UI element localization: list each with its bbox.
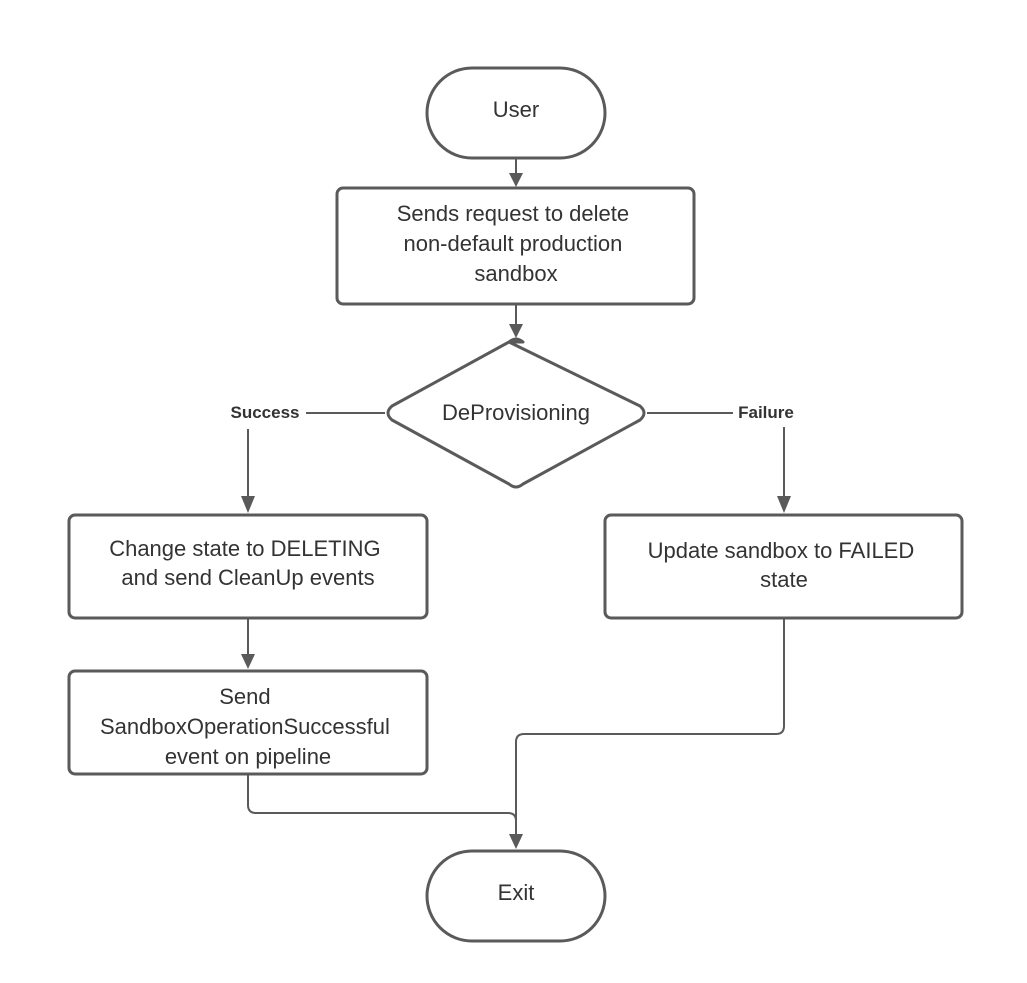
change-state-line-2: and send CleanUp events <box>121 565 374 590</box>
svg-text:Send SandboxOperationSuc: Send SandboxOperationSuccessful event on… <box>100 684 396 769</box>
send-event-line-3: event on pipeline <box>165 744 331 769</box>
end-node-label: Exit <box>498 880 535 905</box>
process-node-update-failed: Update sandbox to FAILED state <box>603 513 964 620</box>
connectors <box>241 158 791 849</box>
start-node-user: User <box>425 66 607 160</box>
process-node-request: Sends request to delete non-default prod… <box>335 186 696 306</box>
change-state-line-1: Change state to DELETING <box>109 536 380 561</box>
connector-send-to-exit <box>247 775 517 835</box>
process-node-send-event: Send SandboxOperationSuccessful event on… <box>67 669 429 776</box>
svg-text:Sends request to delete: Sends request to delete non-default prod… <box>397 201 636 286</box>
connector-failed-to-exit <box>515 619 785 835</box>
arrowhead-update-failed <box>777 496 791 513</box>
success-branch-label: Success <box>231 403 300 422</box>
request-line-3: sandbox <box>474 261 557 286</box>
send-event-line-1: Send <box>219 684 270 709</box>
decision-label: DeProvisioning <box>442 400 590 425</box>
svg-text:Change state to DELETING: Change state to DELETING and send CleanU… <box>109 536 387 590</box>
failure-branch-label: Failure <box>738 403 794 422</box>
arrowhead-decision <box>509 324 523 338</box>
update-failed-line-2: state <box>760 567 808 592</box>
end-node-exit: Exit <box>425 849 607 943</box>
arrowhead-change-state <box>241 496 255 513</box>
send-event-line-2: SandboxOperationSuccessful <box>100 714 390 739</box>
arrowhead-request <box>509 173 523 187</box>
svg-text:Update sandbox to FAILED: Update sandbox to FAILED state <box>648 538 921 592</box>
arrowhead-send-event <box>241 654 255 669</box>
decision-node-deprovisioning: DeProvisioning <box>386 337 646 489</box>
process-node-change-state: Change state to DELETING and send CleanU… <box>67 513 429 620</box>
update-failed-line-1: Update sandbox to FAILED <box>648 538 915 563</box>
request-line-2: non-default production <box>403 231 622 256</box>
start-node-label: User <box>493 97 539 122</box>
request-line-1: Sends request to delete <box>397 201 629 226</box>
arrowhead-exit <box>509 834 523 849</box>
